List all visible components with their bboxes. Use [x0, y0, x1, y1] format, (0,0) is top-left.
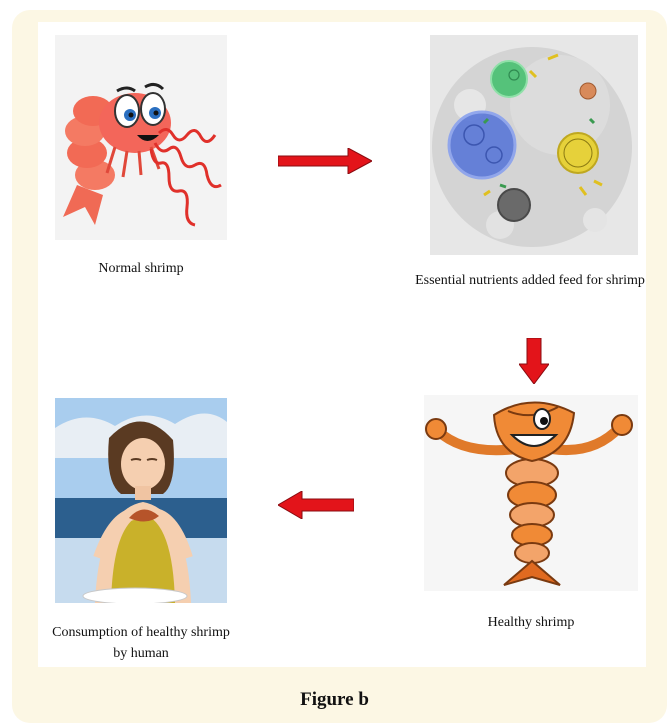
cartoon-shrimp-icon	[55, 35, 227, 240]
nutrient-feed-image	[430, 35, 638, 255]
woman-eating-image	[55, 398, 227, 603]
arrow-down-icon	[519, 338, 549, 384]
woman-eating-icon	[55, 398, 227, 603]
arrow-right-icon	[278, 148, 372, 174]
feed-bubbles-icon	[430, 35, 638, 255]
step-label-healthy-shrimp: Healthy shrimp	[424, 612, 638, 633]
happy-shrimp-icon	[424, 395, 638, 591]
healthy-shrimp-image	[424, 395, 638, 591]
figure-caption: Figure b	[0, 689, 669, 711]
step-label-normal-shrimp: Normal shrimp	[55, 258, 227, 279]
step-label-nutrient-feed: Essential nutrients added feed for shrim…	[405, 270, 655, 291]
normal-shrimp-image	[55, 35, 227, 240]
step-label-human-consumption: Consumption of healthy shrimp by human	[45, 622, 237, 664]
arrow-left-icon	[278, 491, 354, 519]
